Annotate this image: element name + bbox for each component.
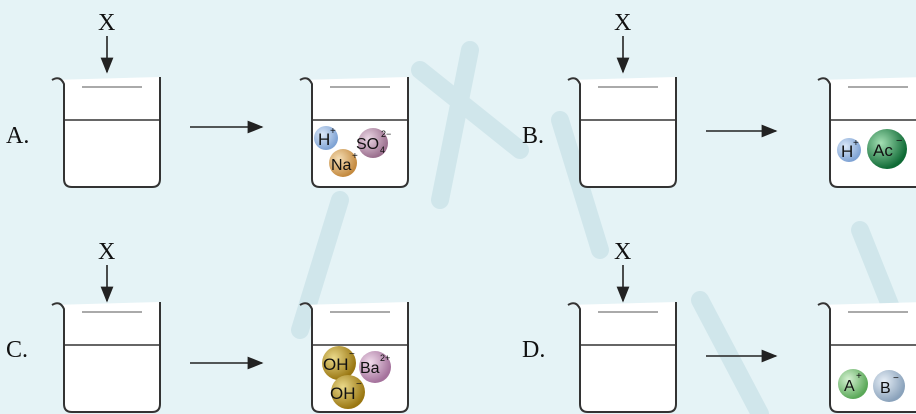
svg-text:+: + <box>352 151 358 162</box>
svg-text:2−: 2− <box>381 129 391 139</box>
option-a: X A. H + SO 4 2− Na + <box>6 10 409 188</box>
svg-text:Na: Na <box>331 157 352 174</box>
watermark <box>291 41 909 414</box>
svg-text:4: 4 <box>380 145 385 155</box>
svg-text:H: H <box>841 142 853 161</box>
beaker-after-b <box>817 77 916 188</box>
ion-oh-c-1: OH − <box>322 346 356 380</box>
svg-text:−: − <box>893 373 899 384</box>
reagent-label-b: X <box>614 10 631 36</box>
reagent-label-d: X <box>614 239 631 265</box>
svg-text:2+: 2+ <box>380 353 390 363</box>
svg-text:−: − <box>896 135 902 147</box>
svg-text:−: − <box>356 379 362 390</box>
option-letter-b: B. <box>522 123 544 149</box>
ion-na-a: Na + <box>329 149 358 177</box>
ion-so4-a: SO 4 2− <box>356 128 391 158</box>
ion-oh-c-2: OH − <box>330 375 365 409</box>
svg-text:OH: OH <box>323 355 349 374</box>
svg-text:+: + <box>856 371 862 382</box>
svg-text:OH: OH <box>330 384 356 403</box>
svg-text:A: A <box>844 378 855 395</box>
beaker-before-b <box>567 77 677 188</box>
ion-h-a: H + <box>314 126 338 150</box>
svg-text:+: + <box>330 126 336 137</box>
option-b: X B. H + Ac − <box>522 10 916 188</box>
option-letter-a: A. <box>6 123 29 149</box>
reagent-label-a: X <box>98 10 115 36</box>
svg-text:Ac: Ac <box>873 141 893 160</box>
svg-text:SO: SO <box>356 136 379 153</box>
ion-a-d: A + <box>838 369 868 399</box>
beaker-before-d <box>567 302 677 413</box>
reagent-label-c: X <box>98 239 115 265</box>
option-c: X C. OH − Ba 2+ OH − <box>6 239 409 413</box>
beaker-before-a <box>51 77 161 188</box>
svg-text:H: H <box>318 130 330 149</box>
svg-text:+: + <box>853 138 859 149</box>
ion-ac-b: Ac − <box>867 129 907 169</box>
svg-text:−: − <box>349 349 355 360</box>
svg-text:B: B <box>880 380 891 397</box>
ion-b-d: B − <box>873 370 905 402</box>
option-d: X D. A + B − <box>522 239 916 413</box>
beaker-after-a <box>299 77 409 188</box>
ion-h-b: H + <box>837 138 861 162</box>
beaker-before-c <box>51 302 161 413</box>
svg-text:Ba: Ba <box>360 360 380 377</box>
option-letter-d: D. <box>522 337 545 363</box>
option-letter-c: C. <box>6 337 28 363</box>
ion-ba-c: Ba 2+ <box>359 351 391 383</box>
